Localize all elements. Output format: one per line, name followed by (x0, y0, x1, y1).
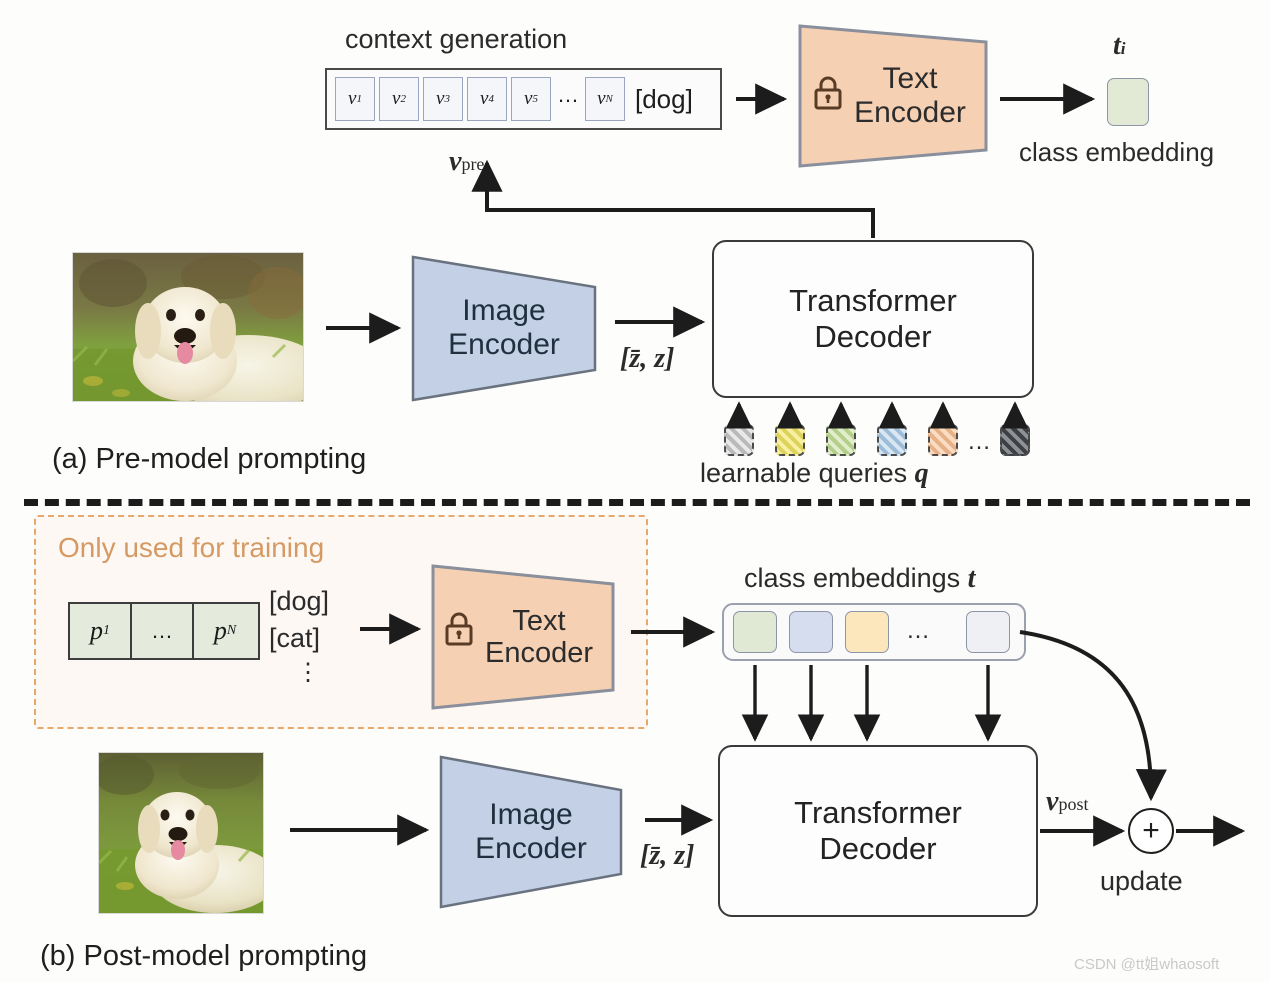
learnable-query (775, 424, 805, 456)
text-encoder-a: Text Encoder (795, 22, 991, 170)
transformer-decoder-b: Transformer Decoder (718, 745, 1038, 917)
class-embedding-chip (733, 611, 777, 653)
transformer-decoder-a: Transformer Decoder (712, 240, 1034, 398)
class-embedding-chip (1107, 78, 1149, 126)
class-embeddings-symbol: t (967, 563, 976, 594)
watermark: CSDN @tt姐whaosoft (1074, 956, 1220, 973)
prompt-token-ellipsis: … (132, 604, 194, 658)
class-embedding-chip (845, 611, 889, 653)
learnable-query (826, 424, 856, 456)
learnable-query (877, 424, 907, 456)
image-encoder-b: Image Encoder (436, 752, 626, 912)
v-pre-label: vpre (449, 146, 485, 177)
z-label-a: [z̄, z] (620, 343, 675, 374)
class-embeddings-label: class embeddings t (744, 563, 976, 594)
class-name-cat: [cat] (269, 623, 321, 653)
class-embedding-chip-last (966, 611, 1010, 653)
dog-photo-a (72, 252, 304, 402)
class-embedding-chip (789, 611, 833, 653)
dog-photo-b (98, 752, 264, 914)
class-embedding-label: class embedding (1019, 137, 1215, 167)
context-token-ellipsis: … (557, 82, 580, 107)
learnable-query (724, 424, 754, 456)
learnable-queries-symbol: q (914, 458, 929, 489)
decoder-b-line2: Decoder (819, 831, 937, 866)
class-name-vdots: ⋮ (296, 659, 320, 686)
training-note-label: Only used for training (58, 532, 325, 563)
class-embedding-ellipsis: … (906, 617, 930, 644)
context-class-token: [dog] (635, 83, 693, 114)
decoder-a-line1: Transformer (789, 283, 957, 319)
class-name-dog: [dog] (269, 586, 330, 616)
caption-a: (a) Pre-model prompting (52, 443, 367, 475)
panel-divider (24, 499, 1250, 506)
context-generation-label: context generation (345, 24, 568, 54)
v-post-label: vpost (1046, 786, 1089, 817)
learnable-query-ellipsis: … (967, 428, 991, 455)
class-embedding-symbol: ti (1113, 30, 1126, 61)
learnable-queries-label: learnable queries q (700, 458, 929, 489)
z-label-b: [z̄, z] (640, 840, 695, 871)
update-plus-node: + (1128, 808, 1174, 854)
decoder-a-line2: Decoder (814, 319, 932, 354)
caption-b: (b) Post-model prompting (40, 940, 368, 972)
learnable-query (928, 424, 958, 456)
text-encoder-b: Text Encoder (428, 562, 618, 712)
image-encoder-a: Image Encoder (408, 252, 600, 404)
learnable-query-last (1000, 424, 1030, 456)
decoder-b-line1: Transformer (794, 795, 962, 831)
update-label: update (1100, 866, 1183, 896)
